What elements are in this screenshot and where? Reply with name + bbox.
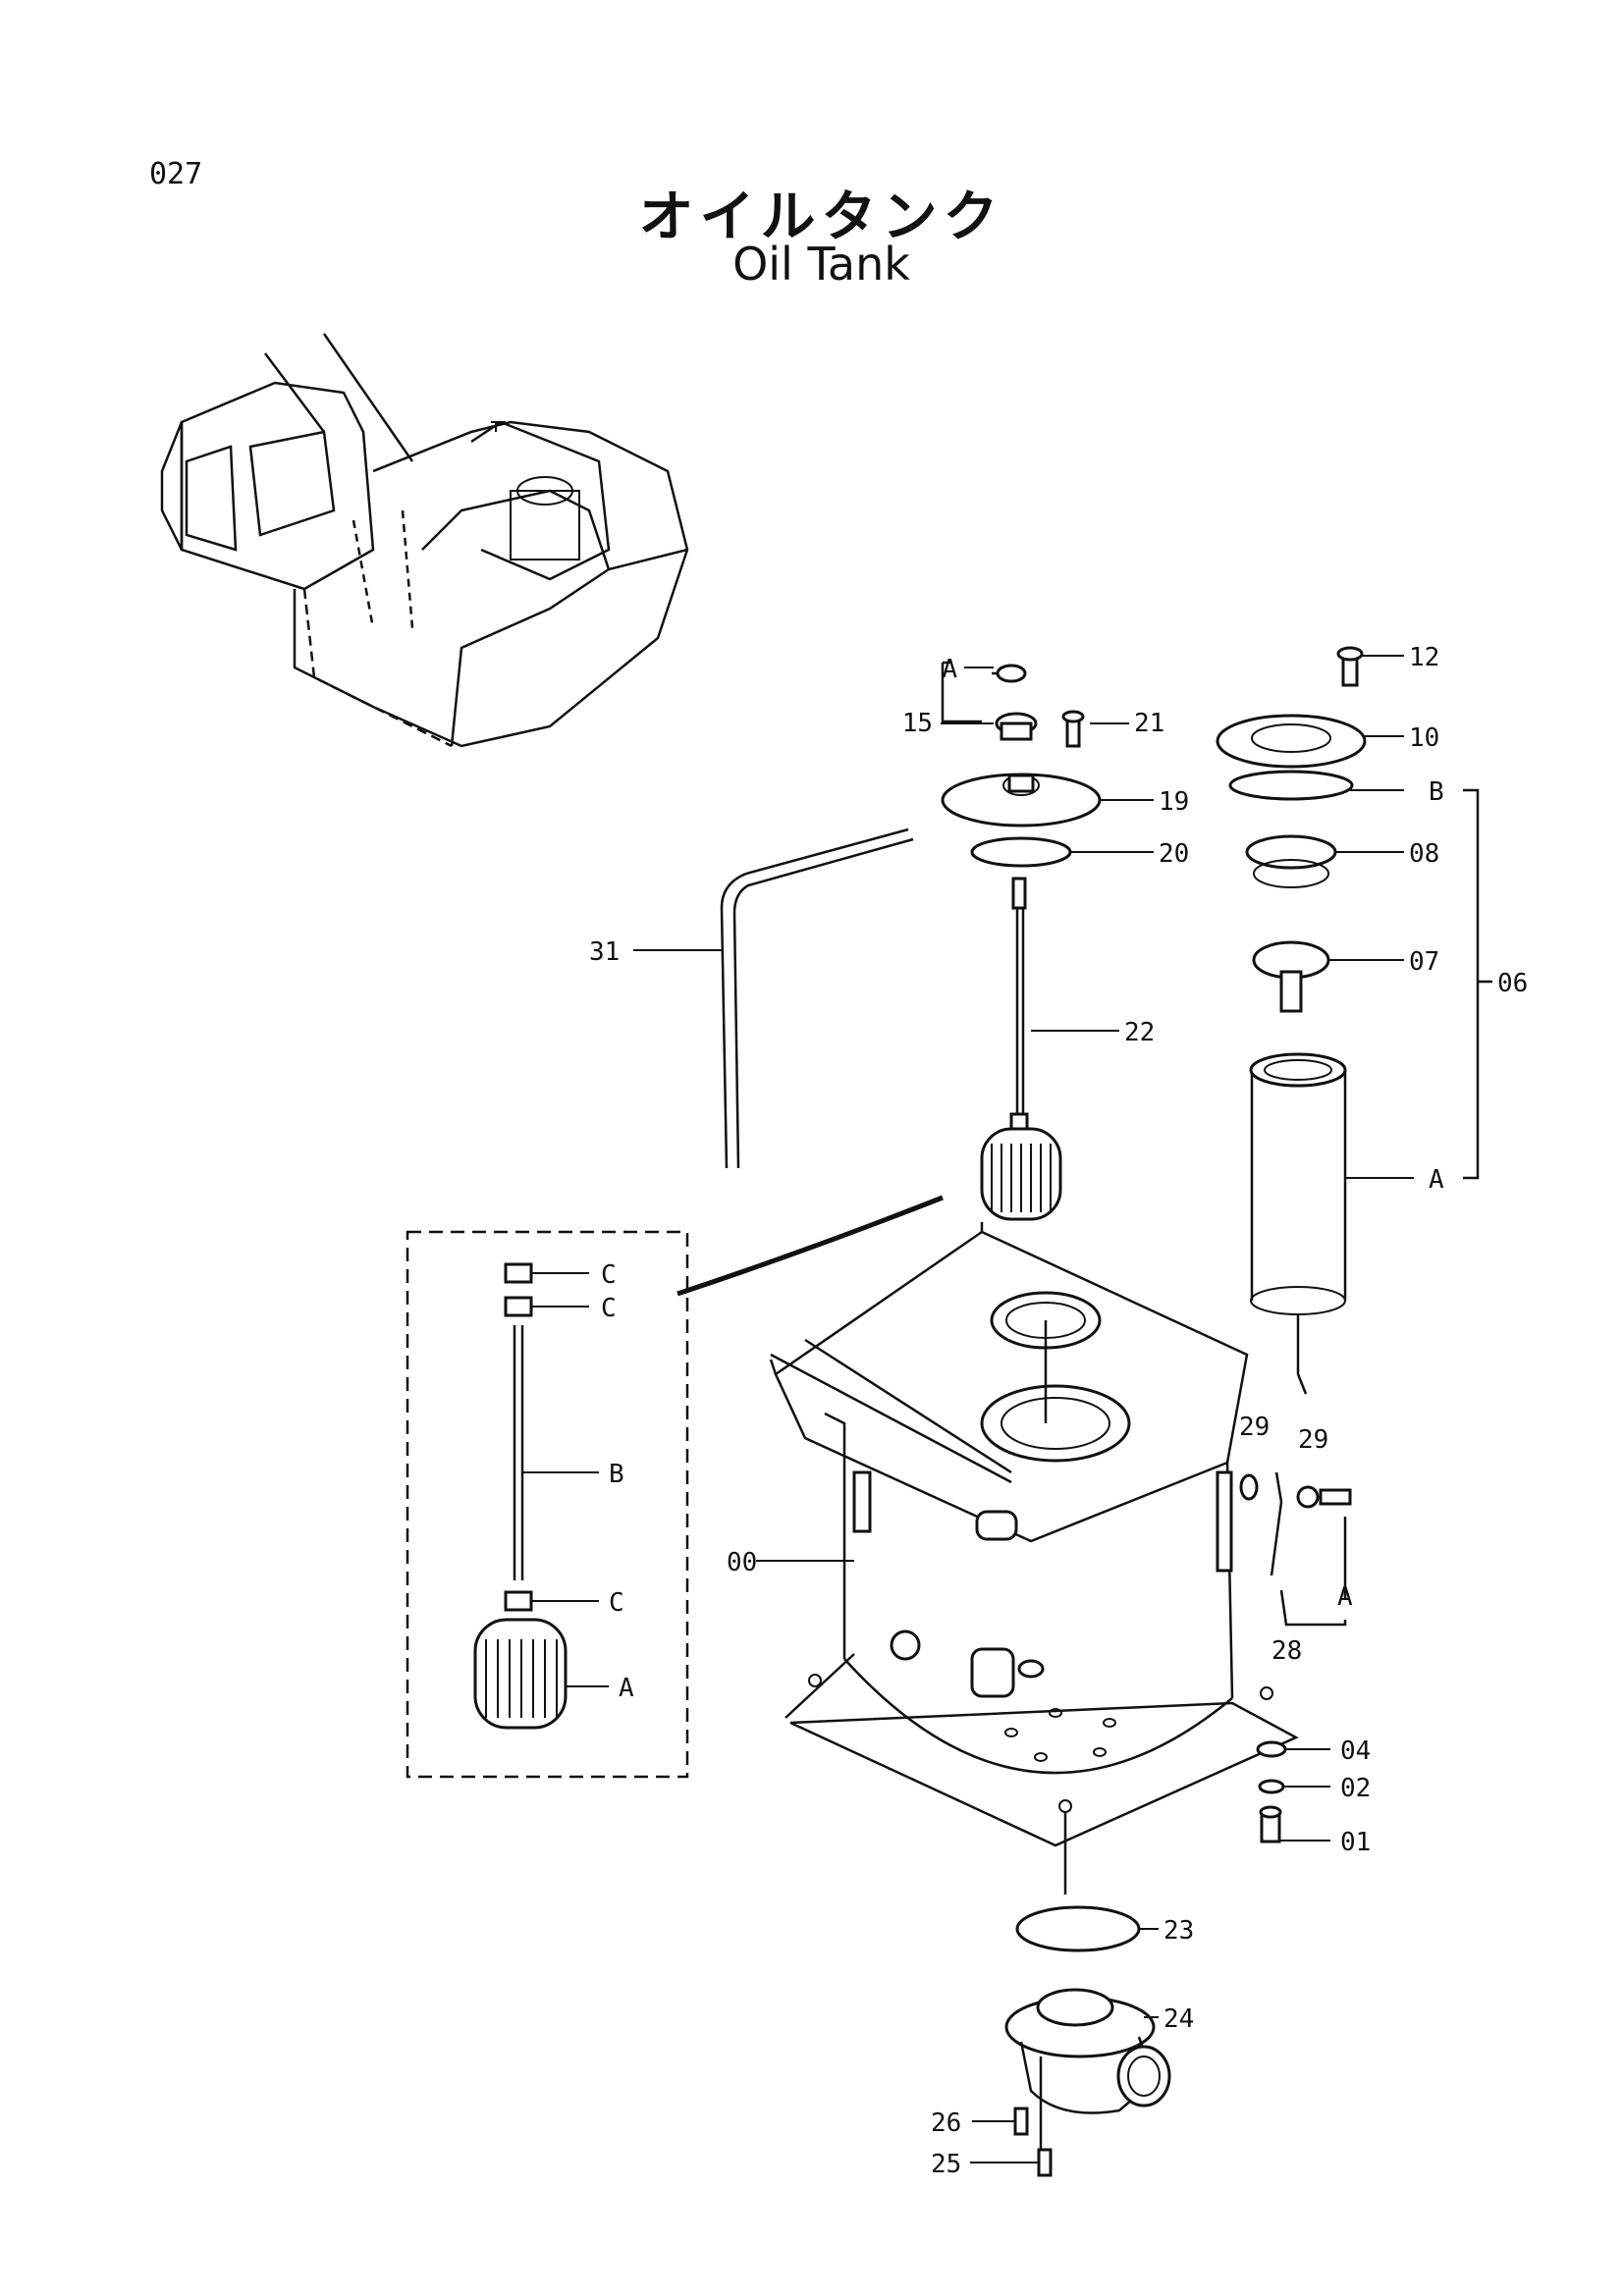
- title-english: Oil Tank: [732, 238, 910, 291]
- bottom-hardware: [1256, 1740, 1287, 1843]
- callout-labels: A 15 21 19 20 31 22 12 10 B 08 07 06 A C…: [589, 643, 1528, 2179]
- strainer-detail-inset: [406, 1195, 944, 1779]
- callout-29-right: 29: [1298, 1425, 1328, 1455]
- side-fittings: [1239, 1471, 1352, 1627]
- title-japanese: オイルタンク: [638, 186, 1004, 249]
- callout-A-gasket: A: [942, 655, 957, 684]
- return-filter-assembly: [1216, 646, 1367, 1395]
- page-code: 027: [149, 157, 203, 191]
- callout-29-left: 29: [1239, 1413, 1270, 1442]
- callout-A-strainer: A: [619, 1674, 634, 1703]
- callout-07: 07: [1409, 947, 1439, 977]
- callout-31: 31: [589, 937, 620, 967]
- group-bracket-06: [1463, 788, 1492, 1180]
- callout-00: 00: [727, 1548, 757, 1577]
- valve-assembly: [1004, 1905, 1171, 2177]
- callout-01: 01: [1340, 1828, 1371, 1857]
- callout-12: 12: [1409, 643, 1439, 672]
- cap-assembly: [941, 661, 1102, 868]
- callout-A-filter: A: [1429, 1165, 1444, 1195]
- callout-06: 06: [1497, 969, 1528, 998]
- oil-tank-body: [769, 1222, 1299, 1895]
- callout-08: 08: [1409, 839, 1439, 869]
- callout-20: 20: [1159, 839, 1189, 869]
- callout-C-nut-3: C: [609, 1588, 624, 1618]
- callout-B-gasket: B: [1429, 777, 1444, 807]
- callout-22: 22: [1124, 1018, 1155, 1047]
- callout-A-bolt: A: [1337, 1582, 1353, 1612]
- callout-15: 15: [902, 709, 933, 738]
- callout-25: 25: [931, 2150, 961, 2179]
- callout-C-nut-1: C: [601, 1260, 617, 1290]
- pipe-31: [720, 828, 914, 1169]
- callout-02: 02: [1340, 1774, 1371, 1803]
- leader-lines: [522, 655, 1414, 2163]
- strainer-rod-22: [980, 877, 1062, 1221]
- callout-B-rod: B: [609, 1460, 624, 1489]
- callout-21: 21: [1134, 709, 1164, 738]
- callout-24: 24: [1163, 2004, 1194, 2034]
- callout-26: 26: [931, 2109, 961, 2138]
- callout-C-nut-2: C: [601, 1294, 617, 1323]
- callout-10: 10: [1409, 723, 1439, 753]
- callout-28: 28: [1271, 1636, 1302, 1666]
- excavator-overview-illustration: [160, 333, 689, 748]
- callout-04: 04: [1340, 1736, 1371, 1766]
- callout-23: 23: [1163, 1916, 1194, 1946]
- callout-19: 19: [1159, 787, 1189, 817]
